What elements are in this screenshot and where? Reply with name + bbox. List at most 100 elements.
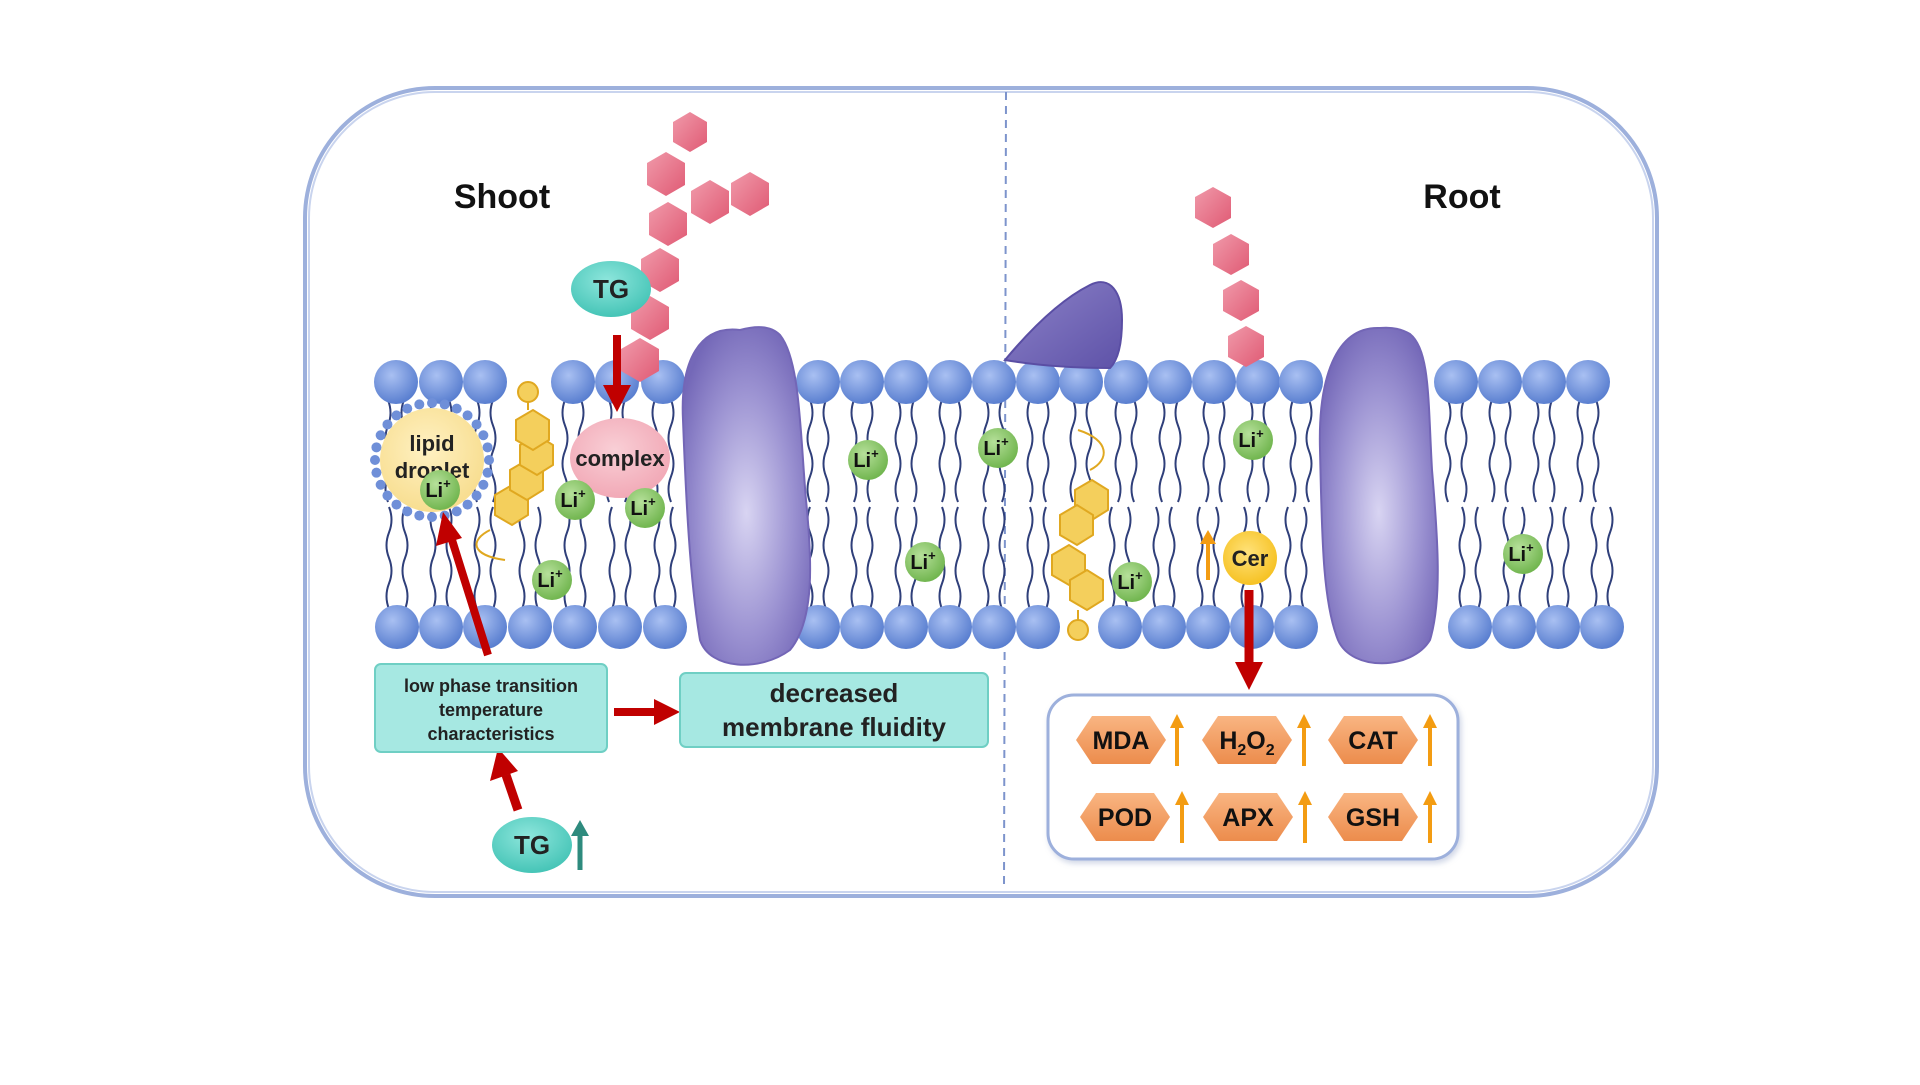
lipid-tail (1026, 399, 1034, 503)
lipid-tail (1460, 399, 1468, 503)
complex-node (570, 418, 670, 498)
lipid-tail (1130, 399, 1138, 503)
lithium-ion-charge: + (871, 446, 879, 461)
lipid-tail (1590, 506, 1598, 610)
marker-pod-label: POD (1098, 804, 1152, 832)
lipid-head (1279, 360, 1323, 404)
lipid-head (1522, 360, 1566, 404)
lithium-ion: Li+ (625, 488, 665, 528)
lipid-tail (1592, 399, 1600, 503)
arrow-tg-to-complex (603, 335, 631, 412)
outer-frame-inner (308, 91, 1654, 893)
droplet-bead (402, 506, 413, 517)
lipid-tail (1174, 399, 1182, 503)
up-arrow-icon (1297, 714, 1311, 728)
lipid-tail (822, 399, 830, 503)
marker-cat-label: CAT (1348, 727, 1398, 755)
lipid-tail (1300, 506, 1308, 610)
marker-apx-label: APX (1222, 804, 1274, 832)
lipid-tail (1562, 506, 1570, 610)
tg-node-bottom (492, 817, 572, 873)
low-phase-transition-box (374, 663, 608, 753)
lipid-head (1492, 605, 1536, 649)
lipid-tail (1158, 399, 1166, 503)
lipid-tail (1548, 399, 1556, 503)
arrow-tg-to-phase (490, 748, 523, 812)
marker-pod: POD (1080, 791, 1189, 843)
lipid-tail (894, 399, 902, 503)
lithium-ion: Li+ (1503, 534, 1543, 574)
lipid-head (1580, 605, 1624, 649)
lipid-head (1274, 605, 1318, 649)
low-phase-line-3: characteristics (427, 724, 554, 744)
lipid-tail (1458, 506, 1466, 610)
sugar-unit (1213, 234, 1249, 275)
marker-h2o2: H2O2 (1202, 714, 1311, 766)
lipid-tail (489, 399, 497, 503)
sugar-unit (1195, 187, 1231, 228)
lipid-tail (1152, 506, 1160, 610)
lipid-tail (653, 506, 661, 610)
marker-gsh: GSH (1328, 791, 1437, 843)
lipid-head (1104, 360, 1148, 404)
lipid-tail (1218, 399, 1226, 503)
marker-mda: MDA (1076, 714, 1184, 766)
lipid-tail (579, 506, 587, 610)
marker-cat: CAT (1328, 714, 1437, 766)
lithium-ion-circle (1503, 534, 1543, 574)
lipid-tail (894, 506, 902, 610)
up-arrow-icon (1298, 791, 1312, 805)
lipid-head (1148, 360, 1192, 404)
sugar-unit (647, 152, 685, 196)
lipid-tail (1042, 399, 1050, 503)
lipid-tail (1305, 399, 1313, 503)
root-title: Root (1423, 178, 1500, 216)
lipid-tail (1284, 506, 1292, 610)
droplet-bead (427, 398, 437, 408)
lithium-ion: Li+ (848, 440, 888, 480)
lithium-ion-charge: + (443, 476, 451, 491)
up-arrow-icon (1423, 714, 1437, 728)
lipid-heads (374, 360, 1624, 649)
droplet-bead (391, 499, 402, 510)
sterol-molecule-root (1051, 429, 1109, 641)
lipid-head (1016, 360, 1060, 404)
droplet-bead (370, 455, 380, 465)
lithium-ion-charge: + (928, 548, 936, 563)
lipid-head (1236, 360, 1280, 404)
lipid-head (1098, 605, 1142, 649)
lipid-tail (624, 506, 632, 610)
lipid-head (1192, 360, 1236, 404)
lipid-tail (1546, 506, 1554, 610)
arrow-cer-to-markers (1235, 590, 1263, 690)
lipid-head (840, 605, 884, 649)
lipid-head (796, 360, 840, 404)
shoot-title: Shoot (454, 178, 550, 216)
droplet-bead (375, 430, 386, 441)
lithium-ion-charge: + (1001, 434, 1009, 449)
ceramide-label: Cer (1232, 546, 1269, 571)
transmembrane-protein-shoot (681, 326, 812, 666)
lipid-tail (982, 506, 990, 610)
fluidity-line-2: membrane fluidity (722, 712, 946, 742)
droplet-bead (451, 403, 462, 414)
lipid-tail (1532, 399, 1540, 503)
droplet-bead (478, 430, 489, 441)
lipid-head (463, 360, 507, 404)
droplet-bead (471, 490, 482, 501)
lipid-tail (1444, 399, 1452, 503)
lithium-ion: Li+ (532, 560, 572, 600)
lipid-tail (1168, 506, 1176, 610)
lipid-head (840, 360, 884, 404)
lipid-tail (1474, 506, 1482, 610)
lithium-ion-circle (978, 428, 1018, 468)
lipid-tail (401, 506, 409, 610)
droplet-bead (414, 399, 425, 410)
lipid-tail (1606, 506, 1614, 610)
lipid-tail (473, 506, 481, 610)
fluidity-line-1: decreased (770, 678, 899, 708)
droplet-bead (471, 419, 482, 430)
lipid-droplet-label-1: lipid (409, 431, 454, 456)
up-arrow-icon (1423, 791, 1437, 805)
droplet-bead (439, 399, 450, 410)
